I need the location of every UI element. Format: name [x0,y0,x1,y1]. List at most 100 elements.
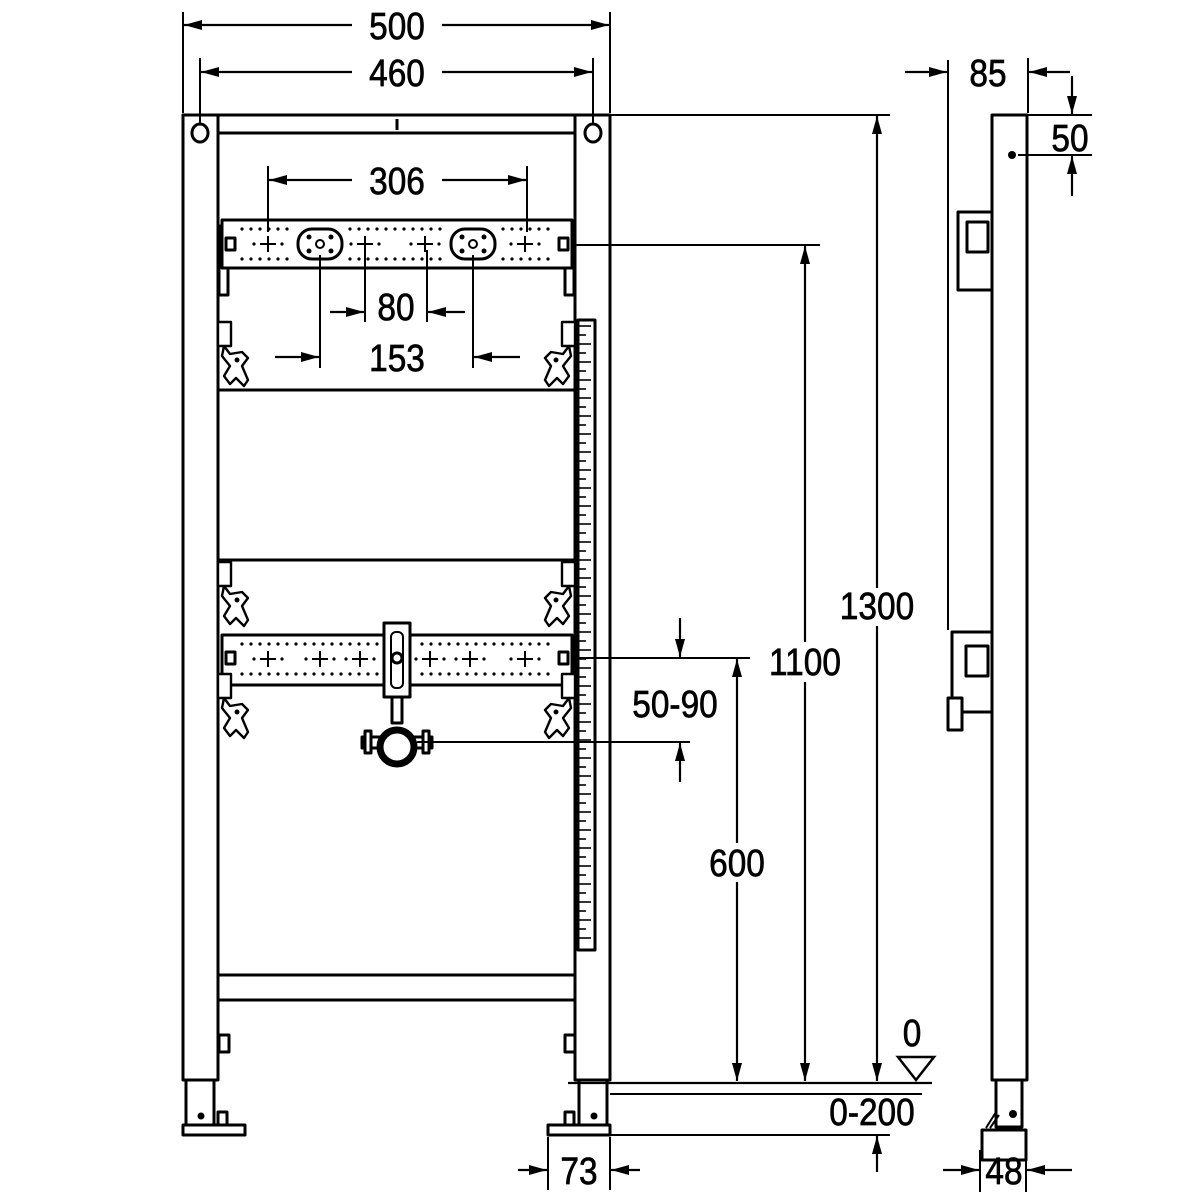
left-foot-bolt [216,1110,229,1127]
perforation-dot [393,227,397,231]
perforation-dot [409,242,413,246]
clip-middle-left [216,560,250,628]
left-foot [184,1078,216,1127]
plus-mark [417,236,433,252]
lower-plate-bolt-left [224,650,237,666]
dim-upper-plate-height: 1100 [572,244,841,1081]
fixing-plate-screw [459,234,465,240]
perforation-dot [357,672,361,676]
left-base-plate [181,1123,247,1137]
perforation-dot [438,227,442,231]
clip-upper-right [543,320,577,388]
perforation-dot [519,642,523,646]
perforation-dot [509,242,513,246]
perforation-dot [465,672,469,676]
perforation-dot [483,642,487,646]
perforation-dot [437,242,441,246]
fixing-plate-screw [306,248,312,254]
perforation-dot [492,642,496,646]
perforation-dot [501,672,505,676]
floor-level-triangle [895,1055,937,1083]
perforation-dot [366,257,370,261]
fixing-plate-screw [328,248,334,254]
perforation-dot [240,257,244,261]
dim-side-foot-depth: 48 [943,1150,1072,1193]
perforation-dot [474,642,478,646]
perforation-dot [357,257,361,261]
dim-overall-height-value: 1300 [840,585,914,627]
upper-plate-bolt-left [224,236,237,252]
perforation-dot [501,257,505,261]
plus-mark [352,651,368,667]
plus-mark [357,236,373,252]
upper-plate-perforations [240,227,550,261]
dim-clamp-offset: 50-90 [417,618,718,782]
perforation-dot [528,257,532,261]
perforation-dot [321,672,325,676]
dim-overall-height: 1300 [610,114,915,1081]
dim-side-hole-offset-value: 50 [1051,117,1088,159]
perforation-dot [312,672,316,676]
perforation-dot [384,257,388,261]
perforation-dot [285,257,289,261]
perforation-dot [366,227,370,231]
perforation-dot [304,657,308,661]
perforation-dot [332,657,336,661]
left-post [181,113,220,1082]
perforation-dot [258,642,262,646]
clamp-bolt-left [363,729,373,755]
perforation-dot [429,642,433,646]
clip-middle-right [543,560,577,628]
perforation-dot [519,672,523,676]
perforation-dot [501,227,505,231]
perforation-dot [375,227,379,231]
height-scale [576,318,597,952]
center-bracket-screw [390,651,404,665]
dim-hole-spacing: 460 [199,52,594,124]
left-foot-hole [197,1112,205,1120]
perforation-dot [372,657,376,661]
perforation-dot [348,642,352,646]
perforation-dot [249,642,253,646]
plus-mark [517,651,533,667]
perforation-dot [483,672,487,676]
perforation-dot [510,642,514,646]
perforation-dot [240,227,244,231]
perforation-dot [537,672,541,676]
perforation-dot [537,227,541,231]
dim-side-foot-depth-value: 48 [985,1150,1022,1192]
perforation-dot [438,257,442,261]
clip-upper-left [216,320,250,388]
perforation-dot [447,642,451,646]
dim-lower-plate-height: 600 [572,657,765,1081]
perforation-dot [510,227,514,231]
lower-plate-bolt-right [557,650,570,666]
side-post [990,113,1029,1082]
perforation-dot [312,642,316,646]
perforation-dot [321,642,325,646]
perforation-dot [411,257,415,261]
dim-outer-gap-value: 153 [369,337,425,379]
perforation-dot [510,257,514,261]
floor-level-value: 0 [903,1012,922,1054]
perforation-dot [294,642,298,646]
perforation-dot [402,257,406,261]
perforation-dot [438,642,442,646]
right-foot-bolt [563,1110,576,1127]
dim-plate-spacing-value: 306 [369,160,425,202]
side-lower-bracket-tab [946,696,964,732]
perforation-dot [492,672,496,676]
dimensions: 500 460 306 80 [182,5,1092,1193]
perforation-dot [537,642,541,646]
perforation-dot [429,227,433,231]
perforation-dot [519,227,523,231]
perforation-dot [393,257,397,261]
perforation-dot [330,672,334,676]
perforation-dot [366,642,370,646]
perforation-dot [420,257,424,261]
perforation-dot [285,642,289,646]
perforation-dot [384,227,388,231]
perforation-dot [411,227,415,231]
perforation-dot [357,642,361,646]
